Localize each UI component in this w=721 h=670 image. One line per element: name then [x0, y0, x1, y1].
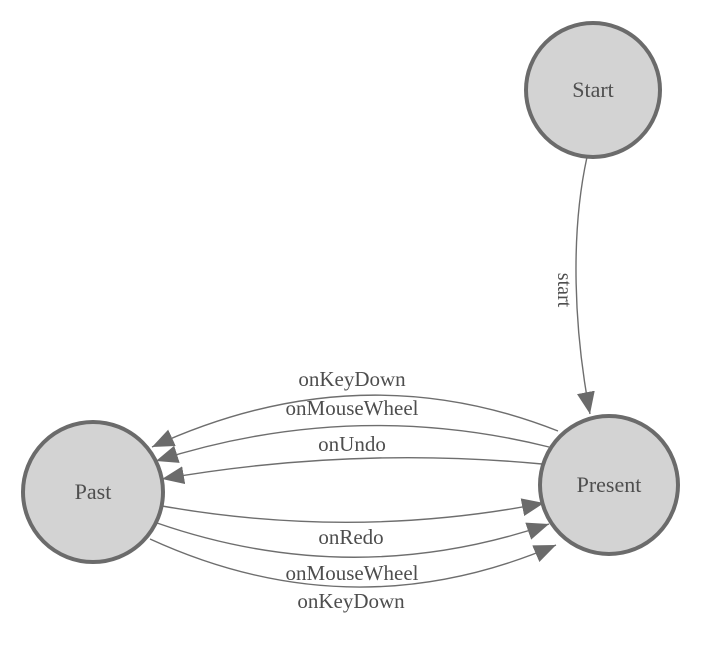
- edge-label-onkeydown-top: onKeyDown: [298, 367, 406, 391]
- edge-past-to-present-keydown: [149, 538, 557, 588]
- edge-present-to-past-keydown: [151, 394, 559, 448]
- start-node-circle: [524, 21, 662, 159]
- edge-label-onmousewheel-top: onMouseWheel: [286, 396, 419, 420]
- edge-label-onundo: onUndo: [318, 432, 386, 456]
- edge-labels-group: start onKeyDown onMouseWheel onUndo onRe…: [286, 273, 575, 613]
- edge-label-onmousewheel-bottom: onMouseWheel: [286, 561, 419, 585]
- present-node-label: Present: [577, 472, 642, 497]
- past-node-label: Past: [75, 479, 112, 504]
- present-node-circle: [538, 414, 680, 556]
- edge-present-to-past-undo: [161, 456, 543, 485]
- edge-past-to-present-mousewheel: [156, 522, 550, 558]
- edges-group: [149, 156, 595, 588]
- edge-label-onredo: onRedo: [318, 525, 383, 549]
- past-node-circle: [21, 420, 165, 564]
- edge-start-to-present: [575, 156, 595, 415]
- state-node-past: Past: [21, 420, 165, 564]
- nodes-group: Start Present Past: [21, 21, 680, 564]
- state-node-present: Present: [538, 414, 680, 556]
- start-node-label: Start: [572, 77, 614, 102]
- state-node-start: Start: [524, 21, 662, 159]
- edge-label-start: start: [553, 273, 575, 308]
- edge-label-onkeydown-bottom: onKeyDown: [297, 589, 405, 613]
- edge-present-to-past-mousewheel: [155, 424, 550, 463]
- edge-past-to-present-redo: [161, 498, 545, 523]
